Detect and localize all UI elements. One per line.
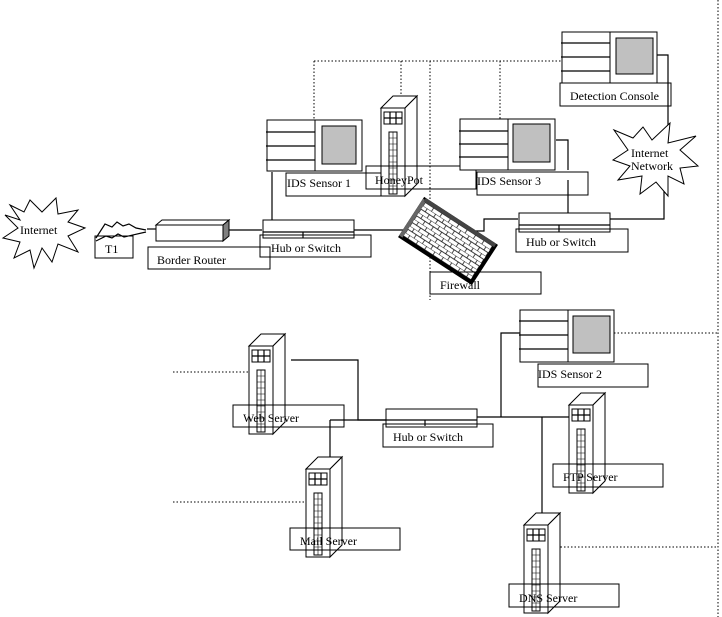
- workstation-icon: [266, 119, 363, 172]
- hub-icon: [262, 219, 355, 239]
- internet-network-label-line1: Internet: [631, 146, 669, 160]
- workstation-icon: [561, 31, 658, 84]
- mail-server-label: Mail Server: [300, 534, 357, 548]
- starburst-cloud-icon: [611, 121, 700, 198]
- hub-icon: [385, 408, 478, 428]
- router-icon: [154, 218, 231, 243]
- t1-link: T1: [94, 221, 147, 259]
- hub-outer-label: Hub or Switch: [271, 241, 341, 255]
- firewall-label: Firewall: [440, 278, 481, 292]
- border-router: Border Router: [147, 218, 271, 270]
- ftp-server-label: FTP Server: [563, 470, 618, 484]
- firewall-brick-icon: [398, 196, 498, 286]
- honeypot: HoneyPot: [365, 95, 477, 197]
- starburst-cloud-icon: [1, 196, 87, 270]
- ids-sensor-3-label: IDS Sensor 3: [477, 174, 541, 188]
- hub-icon: [518, 212, 611, 233]
- t1-label: T1: [105, 242, 118, 256]
- ids-sensor-3: IDS Sensor 3: [459, 118, 589, 196]
- lightning-link-icon: [95, 221, 147, 242]
- detection-console-label: Detection Console: [570, 89, 659, 103]
- hub-outer: Hub or Switch: [259, 219, 372, 258]
- web-server: Web Server: [232, 333, 345, 435]
- firewall: Firewall: [398, 196, 542, 295]
- management-network-lines: [173, 0, 719, 617]
- ids-sensor-2: IDS Sensor 2: [519, 309, 649, 388]
- dns-server: DNS Server: [508, 512, 620, 614]
- hub-middle: Hub or Switch: [515, 212, 629, 253]
- detection-console: Detection Console: [559, 31, 672, 107]
- mail-server: Mail Server: [289, 456, 401, 558]
- border-router-label: Border Router: [157, 253, 226, 267]
- internet-label: Internet: [20, 223, 58, 237]
- hub-middle-label: Hub or Switch: [526, 235, 596, 249]
- workstation-icon: [459, 118, 556, 171]
- dns-server-label: DNS Server: [519, 591, 577, 605]
- honeypot-label: HoneyPot: [375, 173, 424, 187]
- internet-network-cloud: Internet Network: [611, 121, 700, 198]
- hub-dmz-label: Hub or Switch: [393, 430, 463, 444]
- ftp-server: FTP Server: [552, 392, 664, 494]
- ids-sensor-2-label: IDS Sensor 2: [538, 367, 602, 381]
- ids-sensor-1-label: IDS Sensor 1: [287, 176, 351, 190]
- workstation-icon: [519, 309, 615, 363]
- hub-dmz: Hub or Switch: [382, 408, 494, 448]
- web-server-label: Web Server: [243, 411, 299, 425]
- internet-network-label-line2: Network: [631, 159, 673, 173]
- internet-cloud: Internet: [1, 196, 87, 270]
